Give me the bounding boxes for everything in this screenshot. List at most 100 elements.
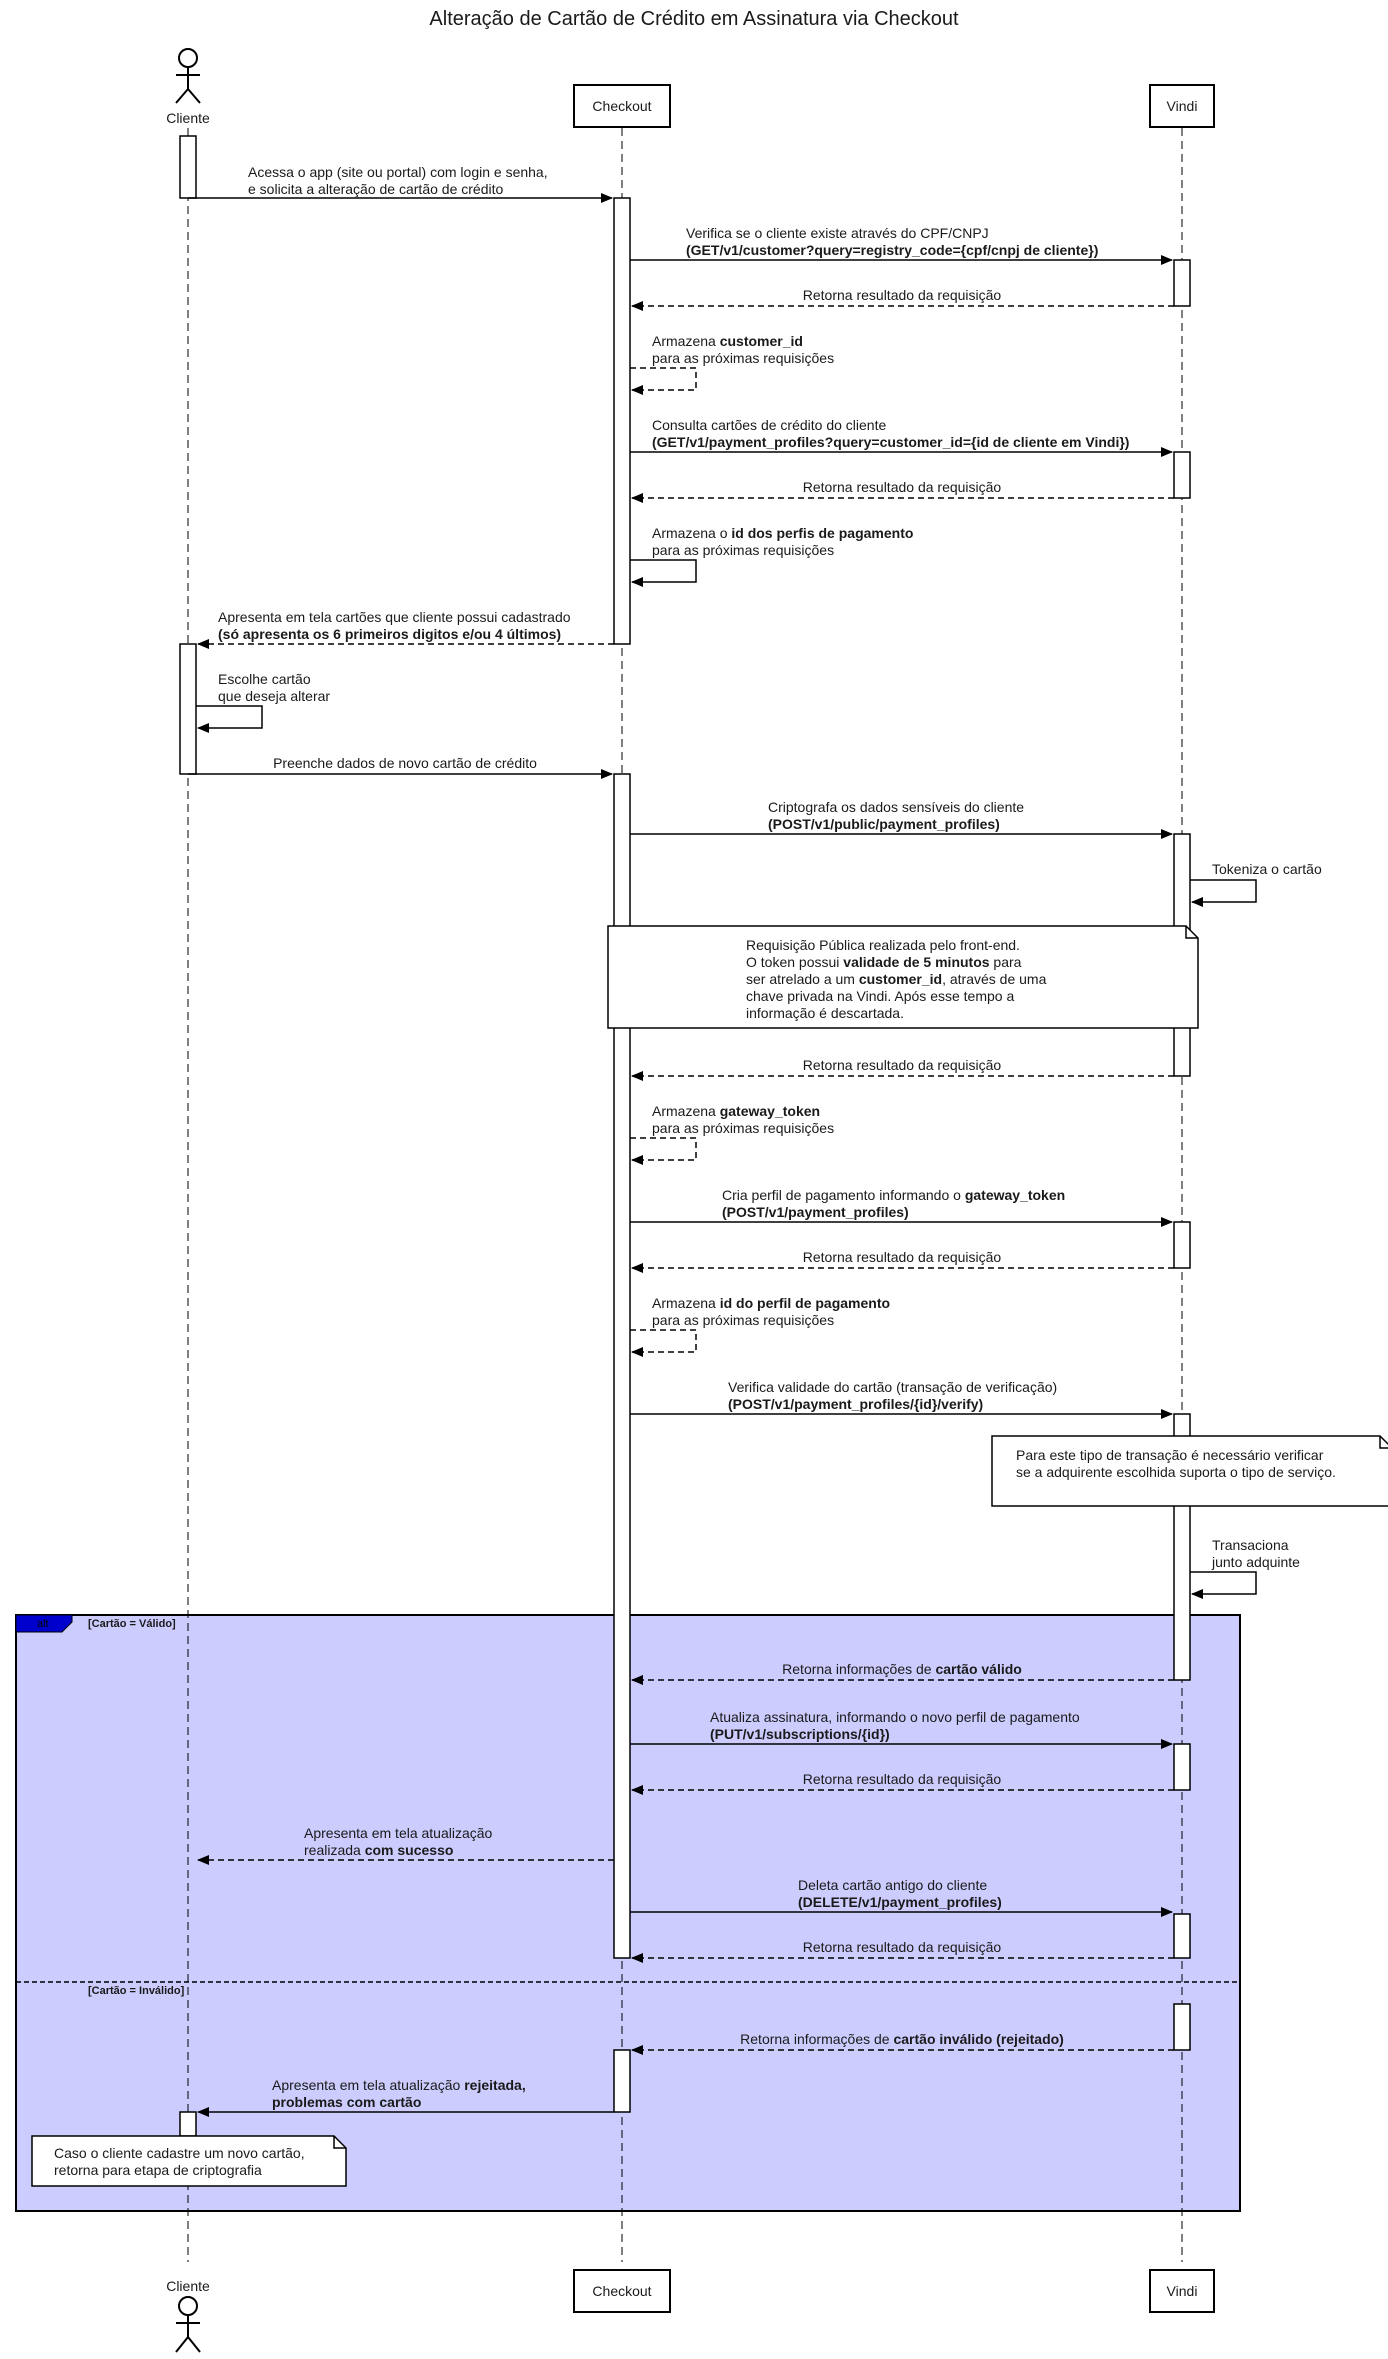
activation-vindi-8 — [1173, 2003, 1191, 2051]
message-1-label: Verifica se o cliente existe através do … — [686, 225, 1098, 258]
note-retry-cryptography: Caso o cliente cadastre um novo cartão,r… — [31, 2135, 347, 2187]
label-text-run: Retorna resultado da requisição — [803, 1249, 1002, 1265]
label-text-run: (POST/v1/public/payment_profiles) — [768, 816, 1000, 832]
label-text-run: cartão inválido (rejeitado) — [893, 2031, 1063, 2047]
label-text-run: informação é descartada. — [746, 1005, 904, 1021]
label-text-run: Retorna resultado da requisição — [803, 1771, 1002, 1787]
label-text-run: gateway_token — [965, 1187, 1065, 1203]
label-text-run: (GET/v1/payment_profiles?query=customer_… — [652, 434, 1129, 450]
message-26: Apresenta em tela atualização rejeitada,… — [197, 2077, 614, 2117]
activation-vindi-6 — [1173, 1743, 1191, 1791]
label-text-run: id dos perfis de pagamento — [731, 525, 913, 541]
message-23-label: Deleta cartão antigo do cliente(DELETE/v… — [798, 1877, 1002, 1910]
label-text-run: Escolhe cartão — [218, 671, 311, 687]
label-text-run: (PUT/v1/subscriptions/{id}) — [710, 1726, 890, 1742]
label-text-run: gateway_token — [720, 1103, 820, 1119]
label-text-run: Verifica validade do cartão (transação d… — [728, 1379, 1057, 1395]
label-text-run: Retorna informações de — [782, 1661, 935, 1677]
message-10-label: Criptografa os dados sensíveis do client… — [768, 799, 1024, 832]
label-text-run: rejeitada, — [464, 2077, 525, 2093]
note-acquirer-support-text: Para este tipo de transação é necessário… — [1016, 1447, 1336, 1480]
label-text-run: que deseja alterar — [218, 688, 330, 704]
alt-operator-tab — [15, 1614, 73, 1633]
message-0-label: Acessa o app (site ou portal) com login … — [248, 164, 548, 197]
activation-cliente-1 — [179, 135, 197, 199]
participant-checkout-label-bottom: Checkout — [592, 2283, 651, 2299]
message-11: Tokeniza o cartão — [1190, 861, 1322, 907]
activation-vindi-2 — [1173, 451, 1191, 499]
message-18-arrow — [1190, 1571, 1257, 1599]
note-public-request-text: Requisição Pública realizada pelo front-… — [746, 937, 1047, 1021]
label-text-run: cartão válido — [935, 1661, 1021, 1677]
activation-checkout-3 — [613, 2049, 631, 2113]
message-24-label: Retorna resultado da requisição — [803, 1939, 1002, 1955]
label-text-run: Apresenta em tela atualização — [272, 2077, 464, 2093]
activation-checkout-1 — [613, 197, 631, 645]
label-text-run: Verifica se o cliente existe através do … — [686, 225, 989, 241]
label-text-run: Acessa o app (site ou portal) com login … — [248, 164, 548, 180]
label-text-run: id do perfil de pagamento — [720, 1295, 890, 1311]
guard-valid-label: [Cartão = Válido] — [88, 1618, 176, 1630]
label-text-run: para — [990, 954, 1022, 970]
activation-checkout-2 — [613, 773, 631, 1959]
message-21: Retorna resultado da requisição — [631, 1771, 1174, 1795]
message-24: Retorna resultado da requisição — [631, 1939, 1174, 1963]
message-10: Criptografa os dados sensíveis do client… — [630, 799, 1173, 839]
message-5: Retorna resultado da requisição — [631, 479, 1174, 503]
label-text-run: Retorna resultado da requisição — [803, 287, 1002, 303]
label-text-run: Armazena — [652, 1295, 720, 1311]
label-text-run: Requisição Pública realizada pelo front-… — [746, 937, 1020, 953]
label-text-run: Cria perfil de pagamento informando o — [722, 1187, 965, 1203]
activation-vindi-4 — [1173, 1221, 1191, 1269]
participant-checkout-top: Checkout — [573, 84, 671, 128]
message-19-label: Retorna informações de cartão válido — [782, 1661, 1022, 1677]
label-text-run: customer_id — [859, 971, 942, 987]
label-text-run: customer_id — [720, 333, 803, 349]
label-text-run: O token possui — [746, 954, 843, 970]
participant-checkout-label: Checkout — [592, 98, 651, 114]
label-text-run: se a adquirente escolhida suporta o tipo… — [1016, 1464, 1336, 1480]
label-text-run: Preenche dados de novo cartão de crédito — [273, 755, 537, 771]
message-12-label: Retorna resultado da requisição — [803, 1057, 1002, 1073]
label-text-run: , através de uma — [942, 971, 1046, 987]
message-9: Preenche dados de novo cartão de crédito — [188, 755, 613, 779]
label-text-run: para as próximas requisições — [652, 1120, 834, 1136]
message-14: Cria perfil de pagamento informando o ga… — [630, 1187, 1173, 1227]
message-4-label: Consulta cartões de crédito do cliente(G… — [652, 417, 1129, 450]
participant-vindi-bottom: Vindi — [1149, 2269, 1215, 2313]
label-text-run: (GET/v1/customer?query=registry_code={cp… — [686, 242, 1098, 258]
message-25-label: Retorna informações de cartão inválido (… — [740, 2031, 1064, 2047]
participant-vindi-label: Vindi — [1167, 98, 1198, 114]
actor-cliente-top: Cliente — [166, 48, 210, 126]
label-text-run: Armazena — [652, 333, 720, 349]
message-12: Retorna resultado da requisição — [631, 1057, 1174, 1081]
label-text-run: realizada — [304, 1842, 365, 1858]
label-text-run: ser atrelado a um — [746, 971, 859, 987]
activation-vindi-7 — [1173, 1913, 1191, 1959]
label-text-run: Deleta cartão antigo do cliente — [798, 1877, 987, 1893]
message-11-arrow — [1190, 879, 1257, 907]
label-text-run: chave privada na Vindi. Após esse tempo … — [746, 988, 1014, 1004]
label-text-run: validade de 5 minutos — [843, 954, 989, 970]
participant-checkout-bottom: Checkout — [573, 2269, 671, 2313]
message-2-label: Retorna resultado da requisição — [803, 287, 1002, 303]
label-text-run: e solicita a alteração de cartão de créd… — [248, 181, 503, 197]
participant-cliente-label-bottom: Cliente — [166, 2278, 210, 2294]
label-text-run: com sucesso — [365, 1842, 454, 1858]
label-text-run: Armazena — [652, 1103, 720, 1119]
label-text-run: (só apresenta os 6 primeiros digitos e/o… — [218, 626, 561, 642]
label-text-run: para as próximas requisições — [652, 542, 834, 558]
message-6-arrow — [630, 559, 697, 587]
label-text-run: Atualiza assinatura, informando o novo p… — [710, 1709, 1080, 1725]
message-9-label: Preenche dados de novo cartão de crédito — [273, 755, 537, 771]
message-14-label: Cria perfil de pagamento informando o ga… — [722, 1187, 1065, 1220]
label-text-run: Apresenta em tela atualização — [304, 1825, 493, 1841]
